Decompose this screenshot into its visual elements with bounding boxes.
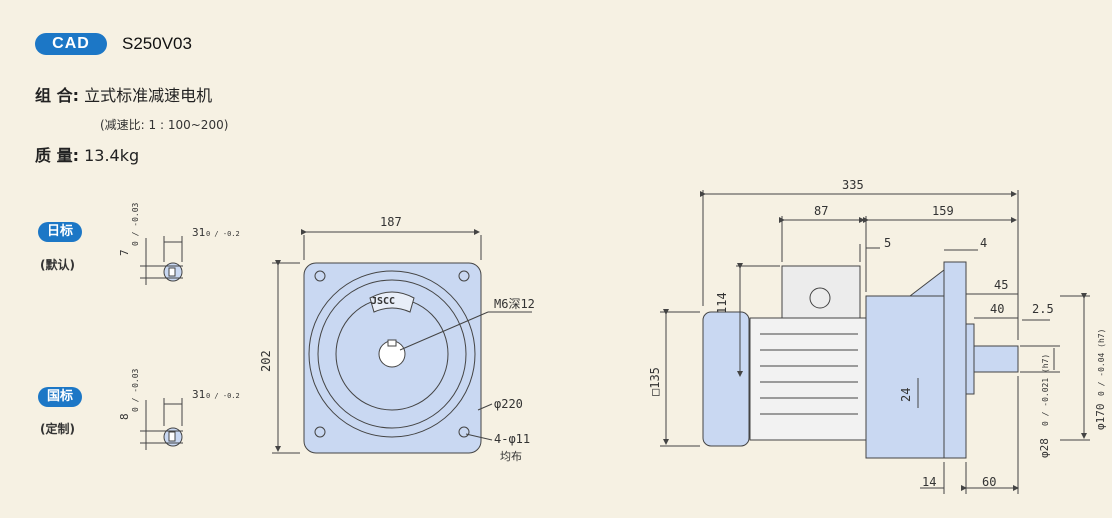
dim-2-5-label: 2.5: [1032, 302, 1054, 316]
front-width-label: 187: [380, 215, 402, 229]
dim-45-label: 45: [994, 278, 1008, 292]
key-height-tol-jis: 0 / -0.03: [131, 202, 140, 246]
dim-60-label: 60: [982, 475, 996, 489]
jis-default-label: (默认): [40, 258, 75, 272]
dim-14-label: 14: [922, 475, 936, 489]
combination-label: 组 合:: [35, 86, 79, 105]
motor-square-label: □135: [648, 367, 662, 396]
side-view: [660, 190, 1090, 494]
reduction-ratio: (减速比: 1 : 100~200): [100, 118, 229, 132]
combination-row: 组 合: 立式标准减速电机: [35, 86, 212, 106]
mount-holes-label: 4-φ11: [494, 432, 530, 446]
spigot-dia-label: φ170: [1094, 404, 1107, 431]
tapped-hole-label: M6深12: [494, 297, 535, 311]
key-depth-tol-jis: 0 / -0.2: [206, 230, 240, 238]
combination-value: 立式标准减速电机: [84, 86, 213, 105]
shaft-key-gb: [140, 398, 183, 450]
shaft-tol-label: 0 / -0.021 (h7): [1041, 354, 1050, 426]
key-depth-label-jis: 31: [192, 226, 205, 239]
gearbox-length-label: 159: [932, 204, 954, 218]
key-height-label-jis: 7: [118, 249, 131, 256]
mount-holes-note: 均布: [500, 450, 522, 463]
key-height-tol-gb: 0 / -0.03: [131, 368, 140, 412]
terminal-offset-label: 87: [814, 204, 828, 218]
gb-tag: 国标: [38, 387, 82, 407]
model-number: S250V03: [122, 34, 192, 53]
pcd-label: φ220: [494, 397, 523, 411]
dim-4-label: 4: [980, 236, 987, 250]
mass-row: 质 量: 13.4kg: [35, 146, 139, 166]
mass-label: 质 量:: [35, 146, 79, 165]
dim-114-label: 114: [715, 292, 729, 314]
cad-badge: CAD: [35, 33, 107, 55]
jis-tag: 日标: [38, 222, 82, 242]
key-height-label-gb: 8: [118, 413, 131, 420]
shaft-dia-label: φ28: [1038, 438, 1051, 458]
dim-5-label: 5: [884, 236, 891, 250]
gb-custom-label: (定制): [40, 422, 75, 436]
dim-24-label: 24: [899, 388, 913, 402]
key-depth-tol-gb: 0 / -0.2: [206, 392, 240, 400]
overall-length-label: 335: [842, 178, 864, 192]
spigot-tol-label: 0 / -0.04 (h7): [1097, 329, 1106, 396]
jscc-logo: JSCC: [371, 296, 395, 307]
key-depth-label-gb: 31: [192, 388, 205, 401]
front-view: [272, 229, 532, 454]
mass-value: 13.4kg: [84, 146, 140, 165]
front-height-label: 202: [259, 350, 273, 372]
shaft-key-jis: [140, 236, 183, 285]
dim-40-label: 40: [990, 302, 1004, 316]
